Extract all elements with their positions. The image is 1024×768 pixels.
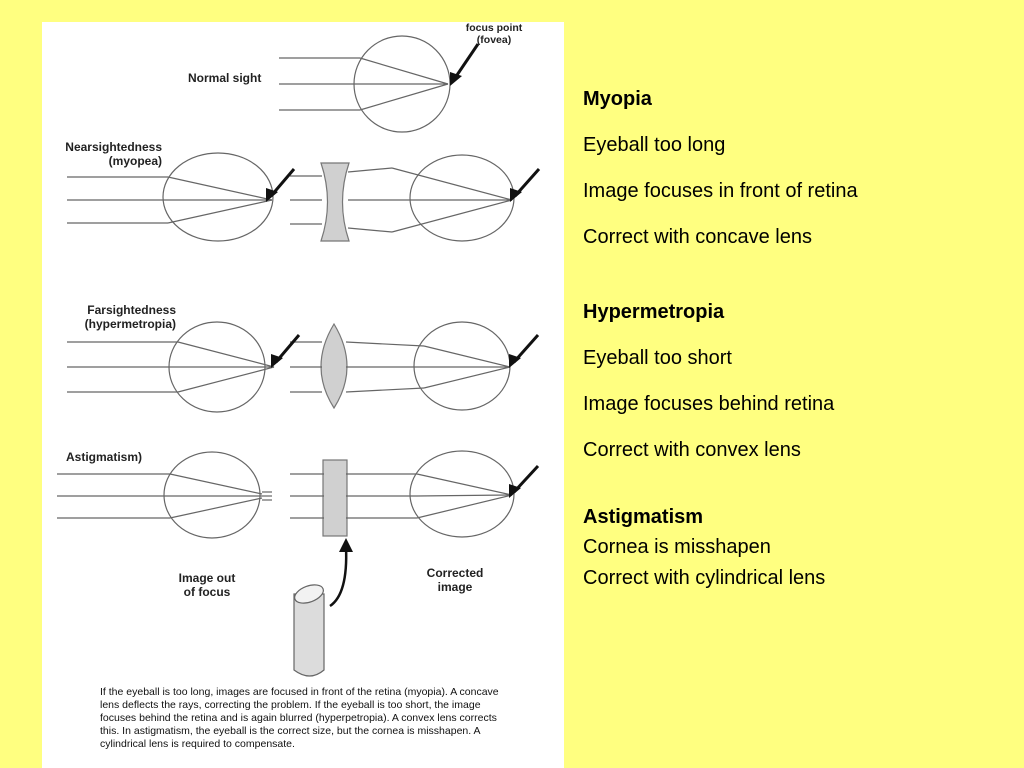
myopia-line: Correct with concave lens xyxy=(583,226,812,248)
convex-lens xyxy=(320,322,348,410)
hypermetropia-line: Correct with convex lens xyxy=(583,439,801,461)
image-out-of-focus-label: Image out of focus xyxy=(178,571,236,599)
cylindrical-lens xyxy=(322,459,348,537)
astigmatism-heading: Astigmatism xyxy=(583,506,704,528)
hypermetropia-line: Eyeball too short xyxy=(583,347,732,369)
fovea-arrow xyxy=(453,43,480,79)
diagram-caption: If the eyeball is too long, images are f… xyxy=(100,686,499,750)
hypermetropia-line: Image focuses behind retina xyxy=(583,393,835,415)
corrected-image-label: Corrected image xyxy=(426,566,484,594)
myopia-line: Image focuses in front of retina xyxy=(583,180,858,202)
astigmatism-line: Cornea is misshapen xyxy=(583,536,771,558)
astigmatism-eye-corrected xyxy=(290,450,515,538)
myopia-line: Eyeball too long xyxy=(583,134,726,156)
hypermetropia-heading: Hypermetropia xyxy=(583,301,725,323)
myopia-heading: Myopia xyxy=(583,88,652,110)
myopia-eye-uncorrected xyxy=(67,152,274,242)
focus-point-label: focus point (fovea) xyxy=(465,22,523,46)
normal-sight-label: Normal sight xyxy=(188,71,262,85)
astigmatism-line: Correct with cylindrical lens xyxy=(583,567,826,589)
nearsightedness-label: Nearsightedness (myopea) xyxy=(65,140,162,168)
concave-lens xyxy=(320,162,350,242)
eye-diagram xyxy=(57,35,541,677)
astigmatism-eye-uncorrected xyxy=(57,451,272,539)
astigmatism-label: Astigmatism) xyxy=(66,450,143,464)
lens-pointer-arrow xyxy=(329,546,348,608)
eye-diagram-panel: focus point (fovea) Normal sight Nearsig… xyxy=(42,22,564,768)
farsightedness-label: Farsightedness (hypermetropia) xyxy=(84,303,176,331)
hypermetropia-eye-uncorrected xyxy=(67,321,275,413)
normal-sight-eye xyxy=(279,35,451,133)
cylinder-illustration xyxy=(293,584,325,677)
hypermetropia-eye-corrected xyxy=(290,321,511,411)
